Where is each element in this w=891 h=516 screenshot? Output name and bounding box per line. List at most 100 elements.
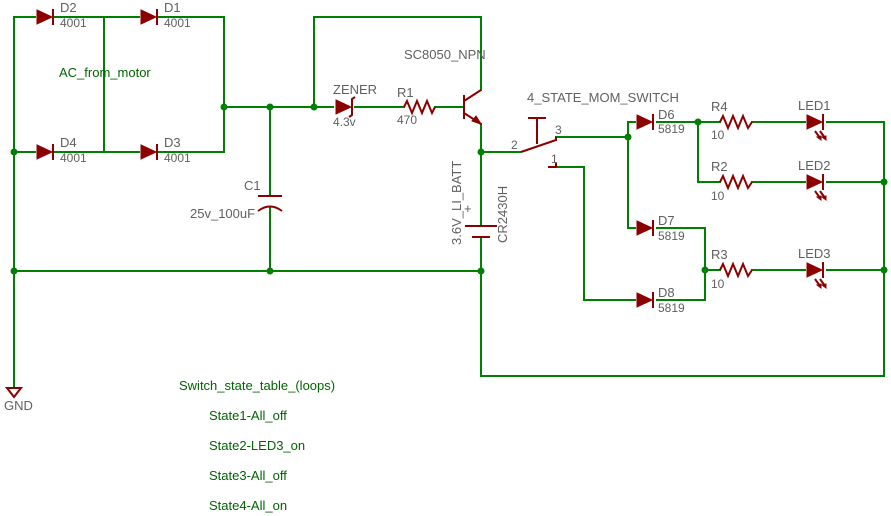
resistor-r4: R4 10 (711, 99, 753, 142)
battery-name: 3.6V_LI_BATT (449, 161, 464, 245)
diode-d8-value: 5819 (658, 301, 685, 315)
capacitor-c1-plate-bottom (257, 205, 283, 212)
led-1-name: LED1 (798, 98, 831, 113)
junction (10, 267, 18, 275)
zener-value: 4.3v (333, 115, 356, 129)
battery-plus: + (464, 201, 472, 216)
junctions (10, 103, 888, 275)
switch-pin-1: 1 (551, 152, 558, 166)
notes-title: Switch_state_table_(loops) (179, 378, 335, 393)
npn-transistor: SC8050_NPN (404, 47, 486, 125)
net-label-ac: AC_from_motor (59, 65, 151, 80)
resistor-r2-zigzag (719, 173, 753, 191)
diode-d2-symbol (36, 9, 54, 25)
zener-name: ZENER (333, 82, 377, 97)
ground-symbol: GND (4, 387, 33, 413)
led-3: LED3 (798, 246, 831, 289)
led-3-ray-heads (815, 283, 827, 289)
led-1: LED1 (798, 98, 831, 141)
resistor-r3: R3 10 (711, 247, 753, 291)
resistor-r4-name: R4 (711, 99, 728, 114)
wire-collector-loop (313, 16, 482, 108)
junction (694, 118, 702, 126)
wire-battery-gnd (480, 237, 885, 377)
battery-value: CR2430H (495, 186, 510, 243)
switch-pin-2: 2 (511, 138, 518, 152)
resistor-r1: R1 470 (397, 85, 436, 127)
resistor-r1-zigzag (403, 98, 436, 116)
wires (13, 16, 885, 389)
diode-d6-symbol (636, 114, 654, 130)
diode-d1-symbol (140, 9, 158, 25)
wire-d6-d7-node (627, 121, 637, 229)
notes-state-1: State1-All_off (209, 408, 287, 423)
diode-d6-value: 5819 (658, 122, 685, 136)
diode-d2-name: D2 (60, 0, 77, 15)
resistor-r3-zigzag (719, 261, 753, 279)
battery: + 3.6V_LI_BATT CR2430H (449, 161, 510, 245)
switch-plunger (528, 117, 546, 144)
junction (310, 103, 318, 111)
diode-d6-name: D6 (658, 107, 675, 122)
diode-d2: D2 4001 (36, 0, 87, 30)
diode-d1-value: 4001 (164, 16, 191, 30)
wire-d7-out (653, 227, 706, 301)
switch-lever (520, 139, 557, 153)
zener-bar (348, 96, 356, 118)
junction (10, 148, 18, 156)
switch-contact-1 (548, 163, 557, 168)
diode-d1-name: D1 (164, 0, 181, 15)
junction (701, 266, 709, 274)
diode-d3-symbol (140, 144, 158, 160)
mom-switch: 4_STATE_MOM_SWITCH 2 3 1 (511, 90, 679, 168)
diode-d7-name: D7 (658, 213, 675, 228)
transistor-name: SC8050_NPN (404, 47, 486, 62)
led-2: LED2 (798, 158, 831, 201)
transistor-collector (463, 89, 482, 102)
notes-state-4: State4-All_on (209, 498, 287, 513)
led-2-symbol (806, 174, 824, 190)
junction (266, 267, 274, 275)
gnd-arrow (4, 387, 24, 399)
diode-d8-name: D8 (658, 285, 675, 300)
junction (880, 266, 888, 274)
diode-d4-name: D4 (60, 135, 77, 150)
led-3-symbol (806, 262, 824, 278)
capacitor-c1-name: C1 (244, 178, 261, 193)
diode-d7-symbol (636, 220, 654, 236)
capacitor-c1-value: 25v_100uF (190, 206, 255, 221)
junction (880, 178, 888, 186)
diode-d4-symbol (36, 144, 54, 160)
switch-name: 4_STATE_MOM_SWITCH (527, 90, 679, 105)
diode-d8-symbol (636, 292, 654, 308)
resistor-r2: R2 10 (711, 159, 753, 203)
diode-d2-value: 4001 (60, 16, 87, 30)
diode-d3-value: 4001 (164, 151, 191, 165)
zener-symbol (335, 99, 353, 115)
resistor-r1-name: R1 (397, 85, 414, 100)
junction (477, 148, 485, 156)
notes-state-2: State2-LED3_on (209, 438, 305, 453)
junction (624, 133, 632, 141)
capacitor-c1: C1 25v_100uF (190, 178, 283, 221)
led-2-ray-heads (815, 195, 827, 201)
gnd-label: GND (4, 398, 33, 413)
resistor-r1-value: 470 (397, 113, 417, 127)
led-2-name: LED2 (798, 158, 831, 173)
diode-d3-name: D3 (164, 135, 181, 150)
diode-d4-value: 4001 (60, 151, 87, 165)
notes-state-3: State3-All_off (209, 468, 287, 483)
wire-pin1 (555, 166, 637, 301)
resistor-r4-value: 10 (711, 128, 725, 142)
transistor-emitter-arrow (471, 115, 483, 125)
diode-d8: D8 5819 (636, 285, 685, 315)
resistor-r3-name: R3 (711, 247, 728, 262)
resistor-r4-zigzag (719, 113, 753, 131)
junction (477, 267, 485, 275)
diode-d4: D4 4001 (36, 135, 87, 165)
diode-d7: D7 5819 (636, 213, 685, 243)
led-1-symbol (806, 114, 824, 130)
state-table-notes: Switch_state_table_(loops) State1-All_of… (179, 378, 335, 513)
switch-pin-3: 3 (555, 123, 562, 137)
